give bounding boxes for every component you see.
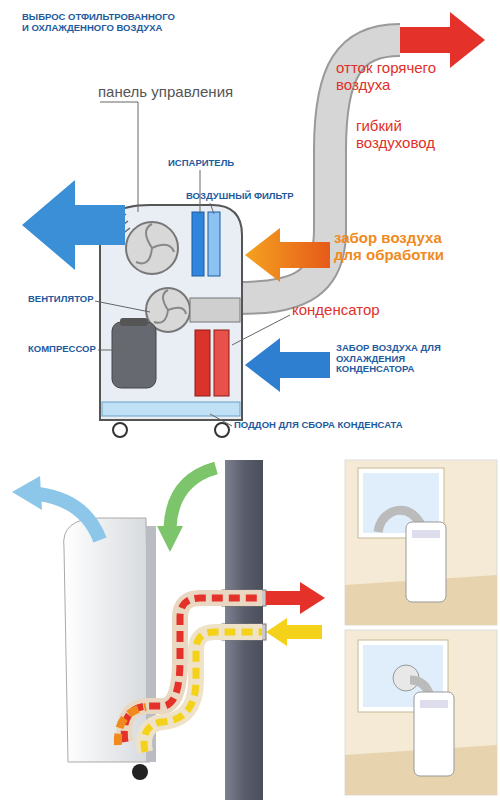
air-arrows [22, 12, 485, 392]
part-label: гибкий воздуховод [356, 118, 460, 152]
flow-arrows [12, 468, 325, 646]
room-picture [345, 630, 497, 795]
leader-lines [95, 102, 290, 426]
condensate-tray [102, 402, 240, 437]
room-picture [345, 460, 497, 625]
evaporator [192, 212, 220, 276]
fan [126, 222, 240, 332]
condenser [195, 330, 229, 396]
part-label: отток горячего воздуха [336, 60, 464, 94]
part-label: панель управления [98, 84, 278, 101]
part-label: КОМПРЕССОР [28, 344, 108, 355]
part-label: ИСПАРИТЕЛЬ [168, 158, 258, 169]
part-label: ПОДДОН ДЛЯ СБОРА КОНДЕНСАТА [234, 420, 454, 431]
part-label: ВОЗДУШНЫЙ ФИЛЬТР [186, 191, 316, 202]
compressor [112, 318, 156, 388]
hoses [118, 598, 262, 752]
part-label: забор воздуха для обработки [334, 230, 468, 264]
part-label: ВЕНТИЛЯТОР [28, 294, 108, 305]
part-label: ВЫБРОС ОТФИЛЬТРОВАННОГО И ОХЛАЖДЕННОГО В… [22, 12, 182, 33]
part-label: конденсатор [292, 302, 422, 319]
part-label: ЗАБОР ВОЗДУХА ДЛЯ ОХЛАЖДЕНИЯ КОНДЕНСАТОР… [336, 343, 448, 375]
